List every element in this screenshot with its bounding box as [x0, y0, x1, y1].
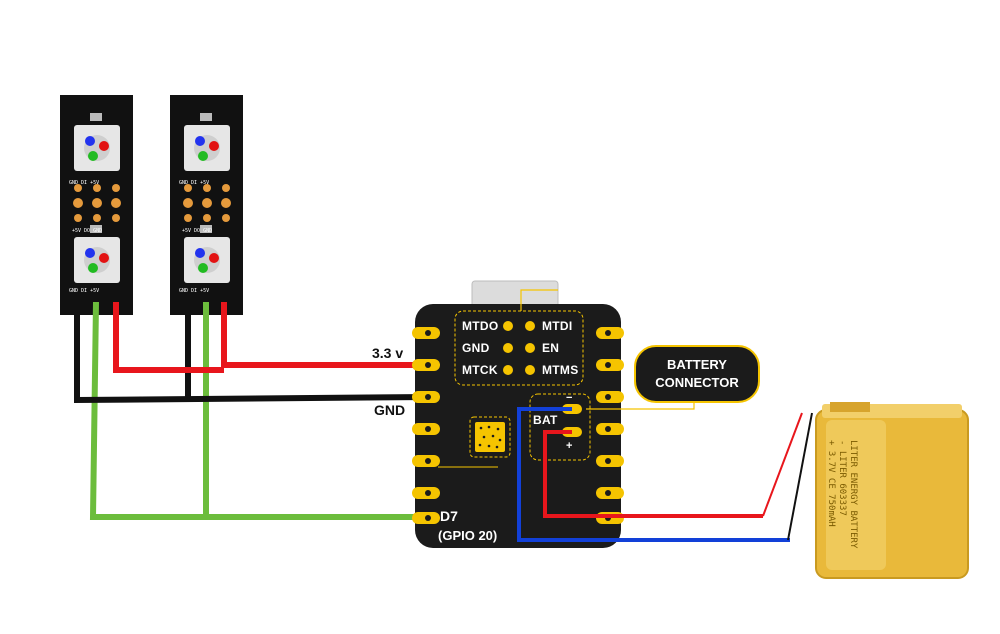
- data-wire: [89, 301, 430, 520]
- battery-line-1: LITER ENERGY BATTERY: [848, 440, 858, 549]
- bat-minus-label: −: [566, 392, 573, 404]
- battery-line-3: + 3.7V CE 750mAH: [826, 440, 836, 527]
- battery-connector-callout: BATTERY CONNECTOR: [634, 345, 760, 403]
- pad-label-mtms: MTMS: [542, 363, 579, 377]
- lipo-battery: [815, 402, 969, 579]
- strip2-silk-mid: +5V DO GND: [182, 228, 213, 234]
- pad-label-mtdo: MTDO: [462, 319, 499, 333]
- pad-label-en: EN: [542, 341, 560, 355]
- strip1-silk-top: GND DI +5V: [69, 180, 100, 186]
- battery-negative-wire: [517, 407, 790, 542]
- ground-wire: [74, 302, 431, 404]
- battery-positive-wire: [543, 430, 763, 518]
- battery-label: LITER ENERGY BATTERY - LITER 603337 + 3.…: [778, 440, 858, 560]
- pad-label-mtck: MTCK: [462, 363, 498, 377]
- data-pin-label: D7: [440, 508, 458, 524]
- strip2-silk-bottom: GND DI +5V: [179, 288, 210, 294]
- pad-label-gnd: GND: [462, 341, 490, 355]
- data-gpio-label: (GPIO 20): [438, 528, 498, 543]
- led-strip-segment-1: [60, 92, 133, 315]
- led-strip-segment-2: [170, 92, 243, 315]
- power-label: 3.3 v: [372, 345, 404, 361]
- bat-label: BAT: [533, 413, 558, 427]
- pad-label-mtdi: MTDI: [542, 319, 573, 333]
- battery-line-2: - LITER 603337: [837, 440, 847, 516]
- power-wire: [113, 302, 224, 373]
- callout-line-1: BATTERY: [667, 357, 727, 372]
- bat-plus-label: +: [566, 440, 573, 452]
- strip2-silk-top: GND DI +5V: [179, 180, 210, 186]
- callout-line-2: CONNECTOR: [655, 375, 739, 390]
- strip1-silk-mid: +5V DO GND: [72, 228, 103, 234]
- ground-label: GND: [374, 402, 406, 418]
- strip1-silk-bottom: GND DI +5V: [69, 288, 100, 294]
- power-wire-2: [221, 302, 430, 368]
